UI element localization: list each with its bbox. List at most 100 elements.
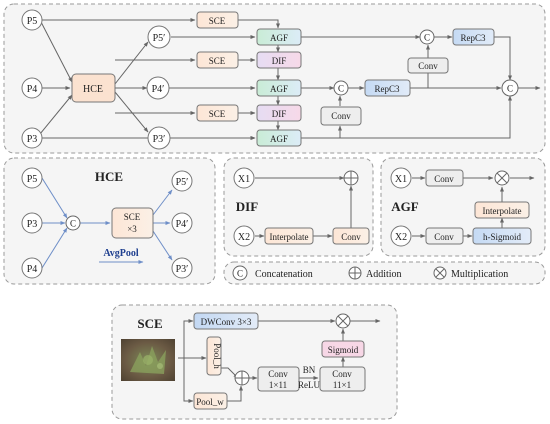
input-p3-label: P3	[27, 134, 38, 145]
conv-lower: Conv	[320, 106, 362, 126]
agf-hsigmoid: h-Sigmoid	[472, 227, 532, 245]
hce-output-p4prime-label: P4′	[176, 219, 189, 230]
output-p5prime: P5′	[147, 25, 171, 49]
dif-x1-label: X1	[238, 174, 250, 185]
dif-block-2: DIF	[256, 104, 302, 122]
concat-top: C	[419, 29, 435, 45]
input-p5-label: P5	[27, 16, 38, 27]
legend-concat: C Concatenation	[232, 265, 313, 281]
hce-output-p5prime-label: P5′	[176, 177, 189, 188]
main-connectors	[39, 18, 541, 140]
sce-block-top: SCE	[196, 11, 239, 29]
hce-input-p5: P5	[21, 167, 43, 189]
dif-x2-label: X2	[238, 232, 250, 243]
hce-concat-label: C	[70, 219, 76, 229]
input-p5: P5	[21, 9, 43, 31]
sce-sigmoid: Sigmoid	[321, 340, 365, 358]
concat-out-label: C	[507, 84, 513, 94]
legend-add: Addition	[348, 266, 402, 280]
agf-block-2: AGF	[256, 79, 302, 97]
sce-add	[234, 370, 250, 386]
hce-sce-line1: SCE	[124, 212, 141, 222]
conv-upper: Conv	[407, 57, 449, 74]
dif-1-label: DIF	[272, 56, 287, 66]
sce-block-low: SCE	[196, 104, 239, 122]
agf-conv1-label: Conv	[434, 174, 454, 184]
agf-mult	[494, 170, 510, 186]
agf-interpolate-label: Interpolate	[483, 206, 522, 216]
concat-top-label: C	[424, 33, 430, 43]
agf-interpolate: Interpolate	[474, 201, 530, 219]
repc3-mid: RepC3	[364, 79, 411, 97]
concat-mid-label: C	[338, 84, 344, 94]
sce-conv2-line2: 11×1	[333, 380, 351, 390]
output-p5prime-label: P5′	[153, 33, 166, 44]
hce-output-p3prime: P3′	[171, 257, 193, 279]
input-p4: P4	[21, 77, 43, 99]
hce-input-p5-label: P5	[27, 174, 38, 185]
agf-x1-label: X1	[395, 174, 407, 185]
sce-conv1-line2: 1×11	[269, 380, 287, 390]
legend-border	[223, 261, 546, 285]
agf-hsigmoid-label: h-Sigmoid	[483, 232, 522, 242]
sce-panel: SCE DWConv 3×3 Pool_h	[111, 304, 398, 420]
agf-block-3: AGF	[256, 129, 302, 147]
conv-upper-label: Conv	[418, 61, 438, 71]
sce-pool-h-label: Pool_h	[212, 343, 222, 369]
agf-x2-label: X2	[395, 232, 407, 243]
output-p4prime-label: P4′	[152, 84, 165, 95]
sce-conv2: Conv 11×1	[319, 366, 366, 392]
sce-low-label: SCE	[209, 109, 226, 119]
agf-conv2: Conv	[425, 227, 464, 245]
input-p3: P3	[21, 127, 43, 149]
hce-panel-title: HCE	[95, 169, 123, 184]
hce-input-p4: P4	[21, 257, 43, 279]
input-p4-label: P4	[27, 84, 38, 95]
sce-panel-title: SCE	[137, 316, 162, 331]
dif-conv: Conv	[332, 227, 370, 245]
agf-3-label: AGF	[270, 134, 288, 144]
concat-mid: C	[333, 80, 349, 96]
legend-panel: C Concatenation Addition Multiplication	[223, 261, 546, 285]
sce-dwconv: DWConv 3×3	[193, 312, 259, 330]
avgpool-label: AvgPool	[103, 248, 139, 259]
main-panel: P5 P4 P3 HCE P5′ P4′ P3′	[3, 3, 546, 154]
sce-dwconv-label: DWConv 3×3	[201, 317, 252, 327]
hce-input-p3-label: P3	[27, 219, 38, 230]
output-p4prime: P4′	[146, 76, 170, 100]
hce-input-p4-label: P4	[27, 264, 38, 275]
hce-panel: HCE P5 P3 P4 C SCE	[3, 157, 216, 285]
sce-top-label: SCE	[209, 16, 226, 26]
repc3-mid-label: RepC3	[374, 84, 400, 94]
sce-mid-label: SCE	[209, 56, 226, 66]
legend-mult: Multiplication	[433, 266, 508, 280]
sce-connectors	[178, 319, 381, 403]
output-p3prime: P3′	[147, 126, 171, 150]
agf-1-label: AGF	[270, 33, 288, 43]
dif-add	[343, 170, 359, 186]
plant-image	[121, 339, 175, 381]
hce-input-p3: P3	[21, 212, 43, 234]
dif-connectors	[255, 176, 353, 238]
dif-interpolate-label: Interpolate	[270, 232, 309, 242]
hce-output-p3prime-label: P3′	[176, 264, 189, 275]
agf-conv2-label: Conv	[434, 232, 454, 242]
hce-concat: C	[65, 215, 81, 231]
legend-concat-label: Concatenation	[255, 269, 313, 280]
sce-conv1: Conv 1×11	[257, 366, 300, 392]
legend-add-label: Addition	[366, 269, 402, 280]
concat-out: C	[501, 79, 519, 97]
main-panel-border	[3, 3, 546, 154]
dif-panel-title: DIF	[236, 199, 258, 214]
sce-block-mid: SCE	[196, 51, 239, 69]
agf-conv1: Conv	[425, 169, 464, 187]
agf-block-1: AGF	[256, 28, 302, 46]
dif-x2: X2	[233, 225, 255, 247]
agf-panel: X1 X2 AGF Conv Conv Interpolate h-Sigmoi…	[380, 157, 546, 257]
agf-connectors	[412, 176, 535, 238]
sce-relu-label: ReLU	[298, 380, 320, 390]
agf-2-label: AGF	[270, 84, 288, 94]
sce-mult	[335, 313, 351, 329]
dif-interpolate: Interpolate	[264, 227, 314, 245]
